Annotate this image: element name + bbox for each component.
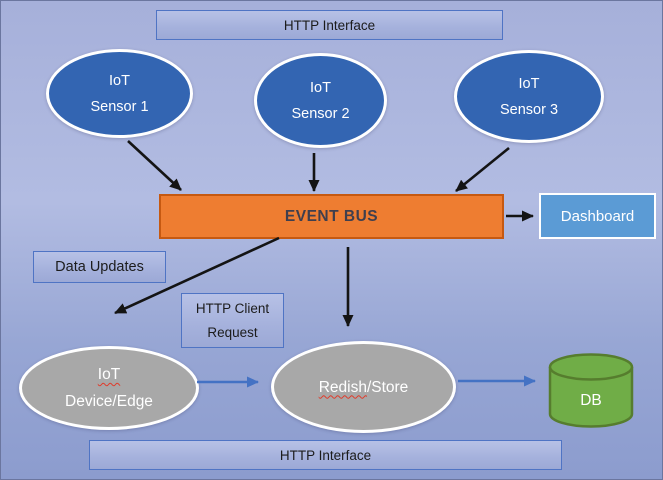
iot-sensor-1-line2: Sensor 1 — [90, 98, 149, 115]
data-updates-label: Data Updates — [55, 259, 144, 275]
http-interface-bottom-label: HTTP Interface — [279, 447, 372, 463]
http-client-request-line2: Request — [207, 324, 258, 340]
iot-sensor-1-ellipse: IoT Sensor 1 — [46, 49, 193, 138]
redish-store-word: Redish — [318, 378, 367, 396]
http-client-request-box: HTTP Client Request — [181, 293, 284, 348]
iot-device-edge-ellipse: IoT Device/Edge — [19, 346, 199, 430]
iot-sensor-2-ellipse: IoT Sensor 2 — [254, 53, 387, 148]
db-label: DB — [580, 392, 602, 409]
iot-device-edge-line1: IoT — [97, 366, 121, 383]
redish-store-ellipse: Redish/Store — [271, 341, 456, 433]
http-interface-top-box: HTTP Interface — [156, 10, 503, 40]
dashboard-box: Dashboard — [539, 193, 656, 239]
dashboard-label: Dashboard — [560, 207, 635, 225]
iot-device-edge-line2: Device/Edge — [65, 393, 153, 410]
iot-sensor-2-line1: IoT — [310, 79, 331, 96]
arrow-sensor3-to-event-bus — [455, 146, 510, 193]
db-cylinder: DB — [548, 353, 634, 429]
event-bus-label: EVENT BUS — [284, 207, 379, 225]
iot-sensor-3-line1: IoT — [518, 75, 540, 92]
iot-sensor-3-ellipse: IoT Sensor 3 — [454, 50, 604, 143]
iot-sensor-2-line2: Sensor 2 — [291, 105, 350, 122]
iot-sensor-3-line2: Sensor 3 — [499, 101, 559, 118]
arrow-sensor1-to-event-bus — [127, 140, 182, 191]
data-updates-box: Data Updates — [33, 251, 166, 283]
db-cylinder-shape — [548, 353, 634, 428]
http-client-request-line1: HTTP Client — [195, 300, 270, 316]
http-interface-top-label: HTTP Interface — [283, 17, 376, 33]
http-interface-bottom-box: HTTP Interface — [89, 440, 562, 470]
redish-store-rest: /Store — [366, 378, 409, 396]
event-bus-box: EVENT BUS — [159, 194, 504, 239]
iot-sensor-1-line1: IoT — [109, 72, 130, 89]
